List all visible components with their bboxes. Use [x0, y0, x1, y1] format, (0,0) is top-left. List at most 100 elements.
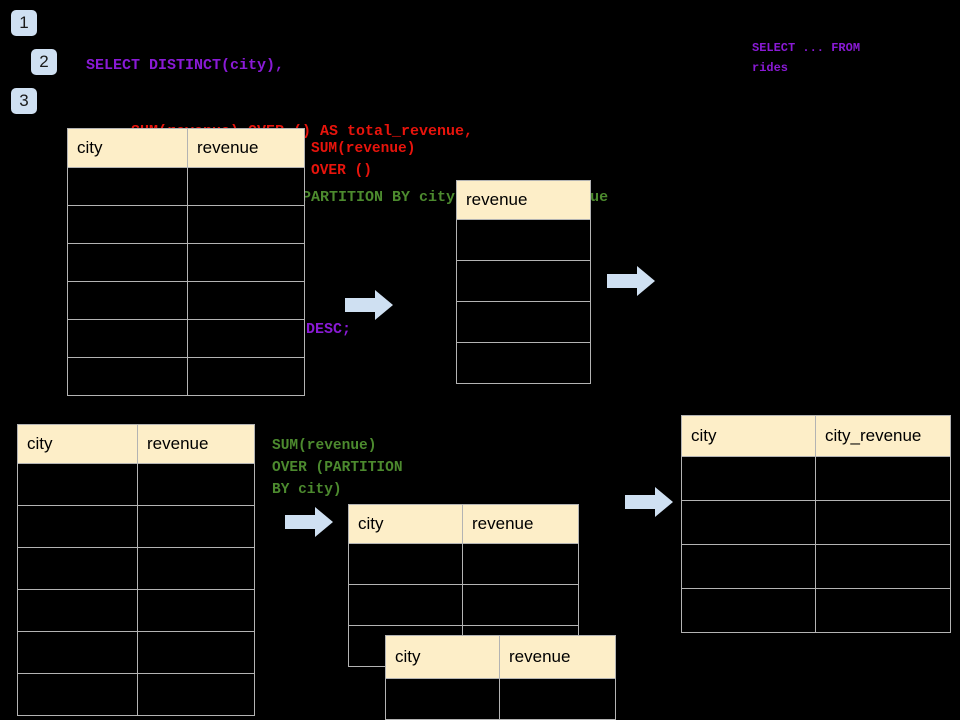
side-note-select-from-rides: SELECT ... FROM rides [752, 41, 861, 75]
table-cell [462, 543, 579, 585]
table-cell [17, 631, 138, 674]
column-header-city: city [17, 424, 138, 464]
column-header-city: city [67, 128, 188, 168]
table-row [67, 167, 305, 206]
table-row [17, 505, 255, 548]
table-body [456, 219, 591, 384]
table-cell [17, 673, 138, 716]
table-cell [681, 456, 816, 501]
table-cell [67, 167, 188, 206]
table-body [67, 167, 305, 396]
table-cell [456, 219, 591, 261]
table-header-row: city city_revenue [681, 415, 951, 457]
table-cell [681, 588, 816, 633]
table-cell [348, 543, 463, 585]
table-cell [187, 243, 305, 282]
sql-line-select: SELECT DISTINCT(city), [86, 57, 285, 74]
annotation-total-revenue: SUM(revenue) OVER () [311, 141, 416, 179]
table-body [681, 456, 951, 633]
table-row [681, 544, 951, 589]
table-cell [17, 547, 138, 590]
table-row [17, 589, 255, 632]
table-header-row: city revenue [17, 424, 255, 464]
column-header-revenue: revenue [456, 180, 591, 220]
table-header-row: city revenue [385, 635, 616, 679]
rides-source-table-bottom: city revenue [17, 424, 255, 716]
table-body [17, 463, 255, 716]
column-header-city: city [348, 504, 463, 544]
table-cell [137, 589, 255, 632]
table-cell [137, 631, 255, 674]
table-cell [681, 500, 816, 545]
table-header-row: city revenue [348, 504, 579, 544]
table-cell [815, 588, 951, 633]
step-badge-2: 2 [31, 49, 57, 75]
table-cell [137, 463, 255, 506]
arrow-source-to-total-revenue [345, 290, 393, 320]
table-cell [17, 589, 138, 632]
table-cell [17, 463, 138, 506]
table-row [17, 463, 255, 506]
table-row [67, 243, 305, 282]
final-result-table: city city_revenue [681, 415, 951, 633]
table-cell [67, 319, 188, 358]
table-cell [67, 281, 188, 320]
table-cell [456, 260, 591, 302]
table-cell [456, 301, 591, 343]
table-row [348, 543, 579, 585]
table-cell [456, 342, 591, 384]
step-badge-1: 1 [11, 10, 37, 36]
annotation-partition-revenue: SUM(revenue) OVER (PARTITION BY city) [272, 438, 403, 498]
arrow-source-to-partition [285, 507, 333, 537]
table-cell [187, 319, 305, 358]
rides-source-table: city revenue [67, 128, 305, 396]
table-row [67, 205, 305, 244]
table-row [681, 456, 951, 501]
table-header-row: revenue [456, 180, 591, 220]
table-cell [462, 584, 579, 626]
table-cell [187, 281, 305, 320]
table-row [681, 500, 951, 545]
table-cell [187, 167, 305, 206]
table-cell [187, 205, 305, 244]
column-header-revenue: revenue [462, 504, 579, 544]
table-row [67, 281, 305, 320]
table-cell [348, 584, 463, 626]
column-header-city-revenue: city_revenue [815, 415, 951, 457]
table-row [67, 357, 305, 396]
table-row [385, 678, 616, 720]
table-cell [499, 678, 616, 720]
table-cell [17, 505, 138, 548]
total-revenue-table: revenue [456, 180, 591, 384]
step-badge-3: 3 [11, 88, 37, 114]
table-cell [815, 456, 951, 501]
table-row [17, 673, 255, 716]
table-cell [67, 205, 188, 244]
table-row [681, 588, 951, 633]
table-cell [137, 547, 255, 590]
table-cell [815, 500, 951, 545]
table-body [385, 678, 616, 720]
partition-group-table-front: city revenue [385, 635, 616, 720]
table-cell [187, 357, 305, 396]
arrow-partition-to-result [625, 487, 673, 517]
table-row [456, 219, 591, 261]
column-header-city: city [681, 415, 816, 457]
table-cell [67, 243, 188, 282]
table-header-row: city revenue [67, 128, 305, 168]
table-row [456, 342, 591, 384]
table-cell [815, 544, 951, 589]
column-header-revenue: revenue [137, 424, 255, 464]
table-cell [385, 678, 500, 720]
table-cell [67, 357, 188, 396]
table-cell [137, 505, 255, 548]
table-cell [681, 544, 816, 589]
partition-group-table-back: city revenue [348, 504, 579, 667]
table-row [456, 260, 591, 302]
table-row [67, 319, 305, 358]
table-row [348, 584, 579, 626]
column-header-revenue: revenue [187, 128, 305, 168]
arrow-total-revenue-to-result [607, 266, 655, 296]
table-cell [137, 673, 255, 716]
